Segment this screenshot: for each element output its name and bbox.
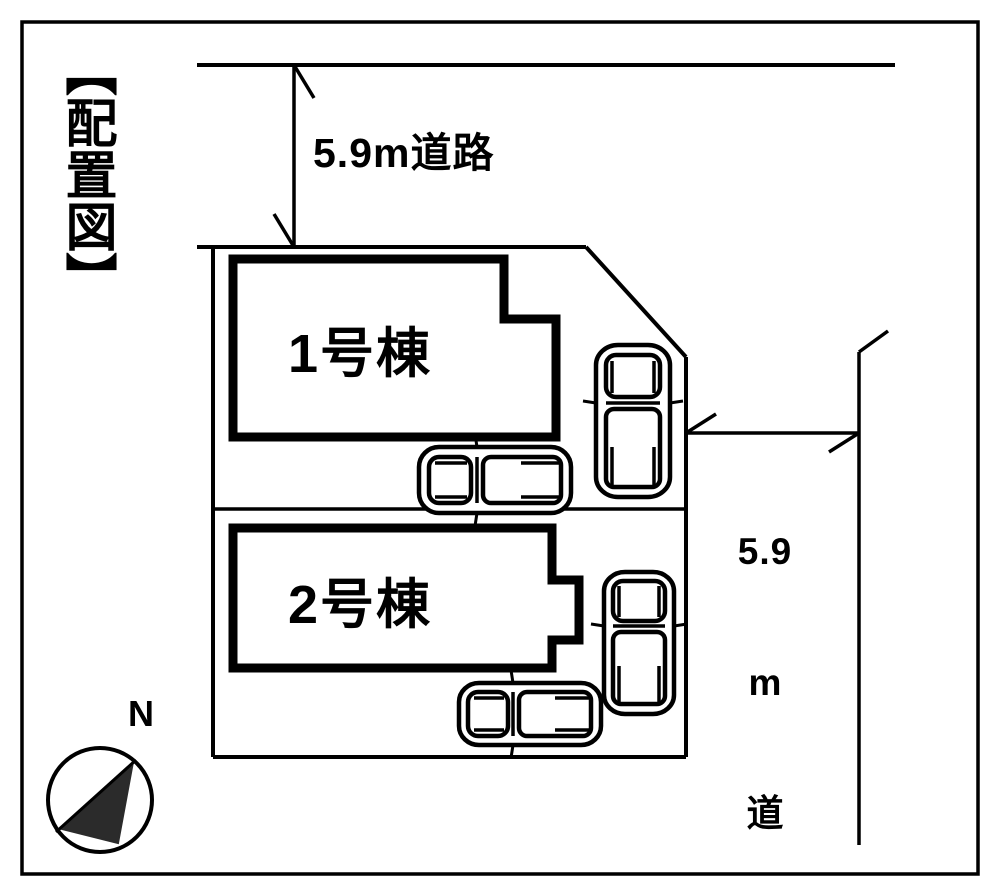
building-1-footprint bbox=[228, 254, 561, 442]
dimension-road-top bbox=[272, 64, 316, 248]
road-top bbox=[197, 63, 895, 249]
car-icon-lot1-horizontal bbox=[416, 433, 574, 527]
road-top-label: 5.9m道路 bbox=[313, 130, 495, 176]
building-2-footprint bbox=[228, 523, 584, 673]
car-icon-lot2-horizontal bbox=[456, 669, 604, 759]
road-right bbox=[857, 329, 890, 845]
dimension-road-right bbox=[685, 412, 860, 454]
building-1-label: 1号棟 bbox=[288, 324, 433, 384]
road-right-width-value: 5.9 bbox=[737, 531, 793, 573]
building-2-label: 2号棟 bbox=[288, 575, 433, 635]
north-label: N bbox=[128, 693, 154, 734]
road-right-label: 5.9 m 道 路 bbox=[727, 443, 803, 892]
page-frame bbox=[20, 20, 980, 876]
north-compass-icon bbox=[46, 746, 154, 854]
car-icon-lot1-vertical bbox=[582, 342, 684, 500]
car-icon-lot2-vertical bbox=[590, 569, 688, 717]
page-title: 【配置図】 bbox=[57, 43, 115, 304]
road-right-unit: m bbox=[748, 662, 782, 704]
road-right-char-michi: 道 bbox=[746, 793, 784, 835]
